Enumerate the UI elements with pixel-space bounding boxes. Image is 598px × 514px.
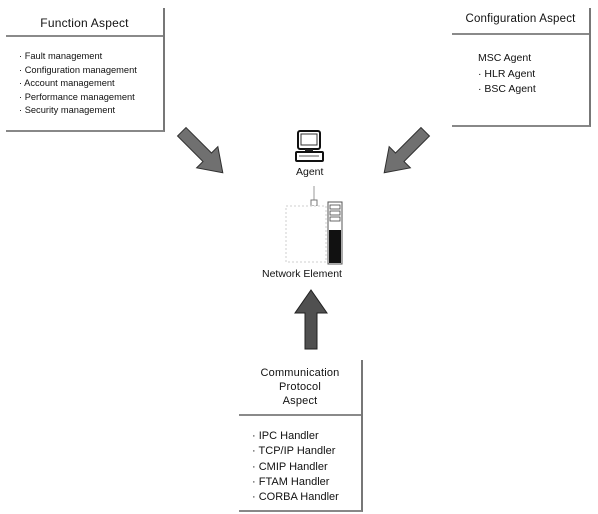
list-item: · Account management — [19, 78, 115, 89]
communication-protocol-aspect-title: Communication Protocol Aspect — [239, 360, 361, 416]
configuration-aspect-list: MSC Agent · HLR Agent · BSC Agent — [478, 51, 589, 98]
list-item: · Configuration management — [19, 64, 137, 75]
list-item: · CORBA Handler — [252, 491, 339, 504]
list-item: · CMIP Handler — [252, 460, 328, 473]
computer-agent-icon — [295, 130, 324, 162]
list-item: · IPC Handler — [252, 430, 319, 442]
list-item: · Performance management — [19, 91, 135, 102]
network-element-icon — [285, 186, 343, 265]
communication-protocol-aspect-box: Communication Protocol Aspect · IPC Hand… — [239, 360, 363, 512]
network-element-label: Network Element — [262, 268, 342, 280]
list-item: · Fault management — [19, 51, 103, 61]
list-item: · HLR Agent — [478, 67, 536, 80]
arrow-up-icon — [294, 289, 328, 350]
configuration-aspect-title: Configuration Aspect — [452, 8, 589, 35]
list-item: · FTAM Handler — [252, 475, 330, 488]
arrow-down-right-icon — [176, 126, 224, 174]
list-item: · TCP/IP Handler — [252, 445, 336, 458]
list-item: · Security management — [19, 105, 116, 116]
configuration-aspect-box: Configuration Aspect MSC Agent · HLR Age… — [452, 8, 591, 127]
communication-protocol-aspect-list: · IPC Handler · TCP/IP Handler · CMIP Ha… — [252, 429, 361, 505]
function-aspect-list: · Fault management · Configuration manag… — [19, 50, 163, 118]
function-aspect-box: Function Aspect · Fault management · Con… — [6, 8, 165, 132]
function-aspect-title: Function Aspect — [6, 8, 163, 37]
arrow-down-left-icon — [383, 126, 431, 174]
list-item: · BSC Agent — [478, 83, 536, 95]
list-item: MSC Agent — [478, 52, 532, 64]
agent-label: Agent — [296, 166, 324, 178]
